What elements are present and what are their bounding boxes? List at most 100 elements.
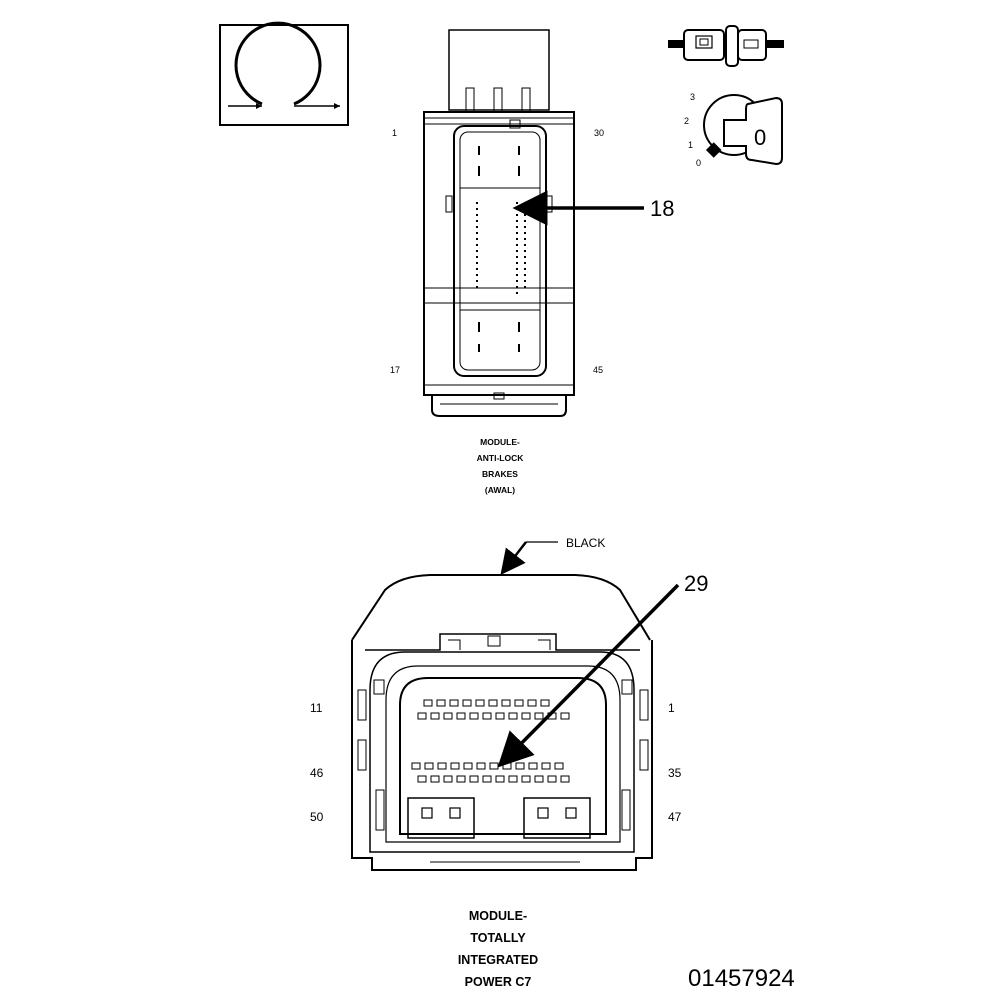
pin-cavity — [437, 762, 447, 770]
pin-cavity — [540, 699, 550, 707]
pin-cavity — [524, 220, 526, 222]
pin-cavity — [469, 775, 479, 783]
pin-cavity — [524, 214, 526, 216]
pin-cavity — [521, 775, 531, 783]
pin-cavity — [534, 712, 544, 720]
pin-cavity — [476, 238, 478, 240]
pin-cavity — [516, 256, 518, 258]
pin-cavity — [521, 712, 531, 720]
pin-cavity — [443, 775, 453, 783]
pin-cavity — [516, 232, 518, 234]
pin-cavity — [476, 274, 478, 276]
pin-cavity — [436, 699, 446, 707]
pin-cavity — [524, 238, 526, 240]
pin-cavity — [516, 280, 518, 282]
pin-cavity — [488, 699, 498, 707]
power-cavity-right — [523, 797, 591, 839]
tipm-caption-line-1: MODULE- — [469, 909, 527, 923]
pin-cavity — [560, 712, 570, 720]
pin-cavity — [417, 712, 427, 720]
caption-line-3: BRAKES — [482, 469, 518, 479]
pin-cavity — [524, 286, 526, 288]
callout-18: 18 — [650, 196, 674, 221]
callout-29: 29 — [684, 571, 708, 596]
connector-color-label: BLACK — [566, 536, 605, 550]
tipm-caption-line-3: INTEGRATED — [458, 953, 538, 967]
pin-cavity — [524, 274, 526, 276]
ignition-key-icon: 0 — [703, 94, 783, 166]
pin-cavity — [516, 286, 518, 288]
pin-cavity — [476, 214, 478, 216]
pin-cavity — [516, 226, 518, 228]
pin-cavity — [524, 226, 526, 228]
caption-line-4: (AWAL) — [485, 485, 515, 495]
power-terminals-top — [478, 146, 520, 176]
pin-cavity — [516, 262, 518, 264]
pin-cavity — [476, 250, 478, 252]
pin-cavity — [476, 280, 478, 282]
part-number: 01457924 — [688, 965, 795, 992]
key-pos-1: 1 — [688, 140, 693, 150]
pin-cavity — [469, 712, 479, 720]
pin-cavity — [456, 775, 466, 783]
pin-cavity — [516, 292, 518, 294]
pin-cavity — [495, 775, 505, 783]
caption-line-1: MODULE- — [480, 437, 520, 447]
pin-cavity — [476, 220, 478, 222]
pin-cavity — [508, 712, 518, 720]
pin-label-17: 17 — [390, 365, 400, 375]
power-cavity-left — [407, 797, 475, 839]
pin-cavity — [476, 262, 478, 264]
black-arrow — [500, 541, 527, 575]
pin-cavity — [524, 268, 526, 270]
pin-cavity — [417, 775, 427, 783]
pin-cavity — [516, 250, 518, 252]
pin-cavity — [501, 699, 511, 707]
pin-cavity — [423, 699, 433, 707]
pin-cavity — [516, 214, 518, 216]
pin-cavity — [524, 250, 526, 252]
pin-cavity — [475, 699, 485, 707]
pin-cavity — [495, 712, 505, 720]
pin-label-30: 30 — [594, 128, 604, 138]
pin-cavity — [560, 775, 570, 783]
pin-cavity — [516, 202, 518, 204]
pin-cavity — [456, 712, 466, 720]
pin-cavity — [524, 244, 526, 246]
pin-label-46: 46 — [310, 766, 324, 780]
pin-cavity — [443, 712, 453, 720]
abs-module-connector — [423, 29, 575, 417]
tipm-caption-line-4: POWER C7 — [465, 975, 532, 989]
pin-cavity — [524, 202, 526, 204]
pin-cavity — [502, 762, 512, 770]
pin-cavity — [476, 208, 478, 210]
pin-cavity — [450, 762, 460, 770]
key-position-label: 0 — [754, 125, 766, 150]
pin-cavity — [516, 238, 518, 240]
pin-cavity — [430, 712, 440, 720]
pin-cavity — [462, 699, 472, 707]
tipm-c7-connector — [351, 574, 653, 871]
caption-line-2: ANTI-LOCK — [477, 453, 525, 463]
pin-cavity — [516, 274, 518, 276]
pin-cavity — [516, 268, 518, 270]
pin-cavity — [476, 226, 478, 228]
pin-cavity — [508, 775, 518, 783]
pin-cavity — [541, 762, 551, 770]
pin-cavity — [515, 762, 525, 770]
pin-label-35: 35 — [668, 766, 682, 780]
pin-cavity — [476, 286, 478, 288]
pin-cavity — [424, 762, 434, 770]
pin-label-45: 45 — [593, 365, 603, 375]
pin-label-1-right: 1 — [668, 701, 675, 715]
pin-cavity — [516, 244, 518, 246]
pin-cavity — [476, 256, 478, 258]
pin-cavity — [514, 699, 524, 707]
loop-symbol-icon — [219, 21, 349, 126]
pin-cavity — [489, 762, 499, 770]
pin-label-50: 50 — [310, 810, 324, 824]
pin-cavity — [524, 262, 526, 264]
key-pos-0: 0 — [696, 158, 701, 168]
pin-cavity — [476, 762, 486, 770]
pin-label-1: 1 — [392, 128, 397, 138]
